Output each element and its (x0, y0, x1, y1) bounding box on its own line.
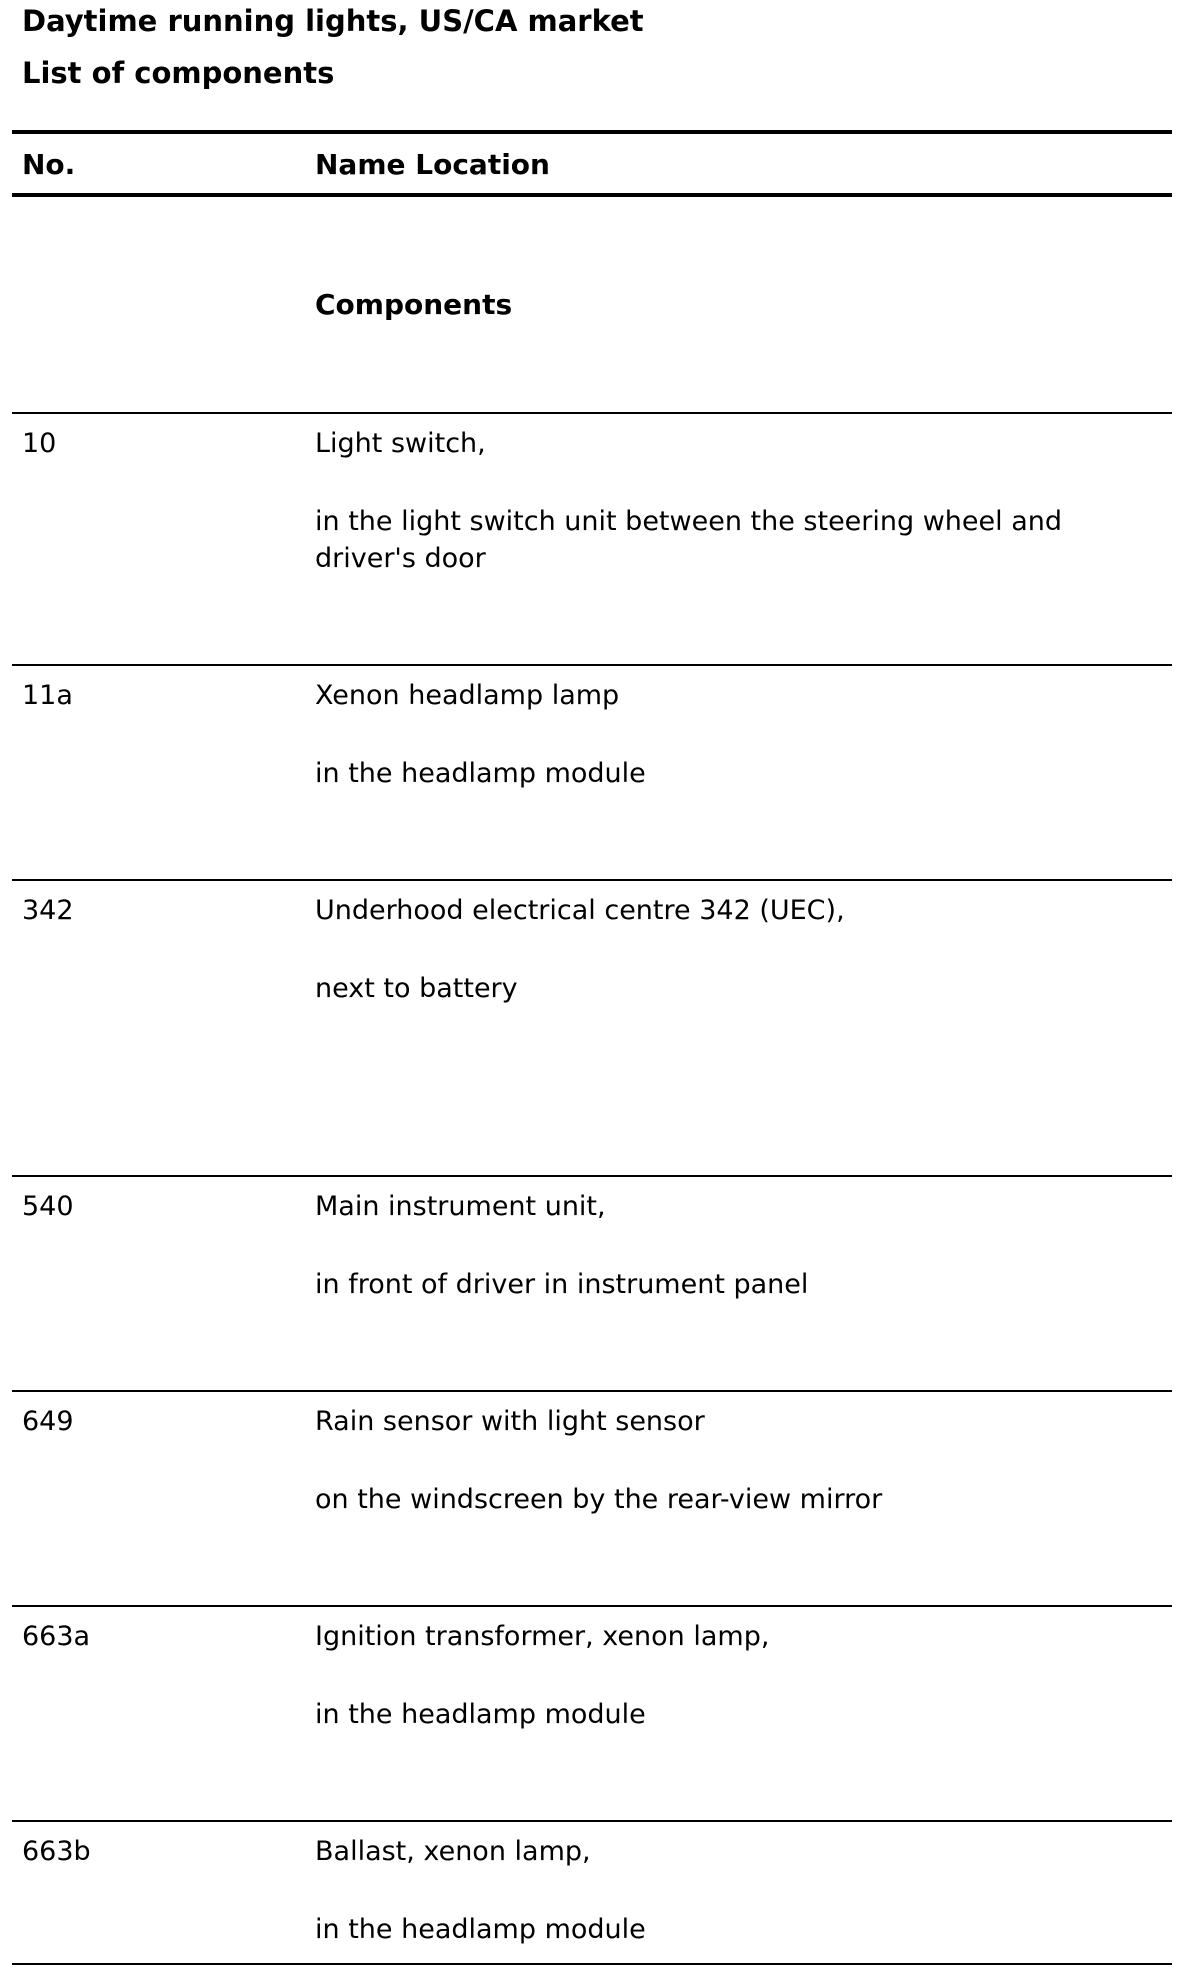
row-number: 342 (22, 895, 74, 926)
row-number: 11a (22, 680, 73, 711)
row-divider (12, 412, 1172, 414)
row-location: in the headlamp module (315, 1914, 646, 1945)
row-number: 663a (22, 1621, 91, 1652)
row-divider (12, 1605, 1172, 1607)
row-divider (12, 1175, 1172, 1177)
row-name: Rain sensor with light sensor (315, 1406, 705, 1437)
row-name: Main instrument unit, (315, 1191, 606, 1222)
table-bottom-rule (12, 1963, 1172, 1965)
column-header-no: No. (22, 148, 76, 181)
row-number: 10 (22, 428, 57, 459)
row-divider (12, 1390, 1172, 1392)
row-location: in front of driver in instrument panel (315, 1269, 809, 1300)
row-name: Ballast, xenon lamp, (315, 1836, 591, 1867)
row-name: Ignition transformer, xenon lamp, (315, 1621, 770, 1652)
row-name: Light switch, (315, 428, 486, 459)
document-title: Daytime running lights, US/CA market (22, 4, 644, 38)
row-location: on the windscreen by the rear-view mirro… (315, 1484, 883, 1515)
row-number: 649 (22, 1406, 74, 1437)
row-number: 663b (22, 1836, 91, 1867)
row-location: in the headlamp module (315, 1699, 646, 1730)
row-location: in the light switch unit between the ste… (315, 506, 1063, 574)
column-header-name-location: Name Location (315, 148, 550, 181)
row-location: in the headlamp module (315, 758, 646, 789)
row-divider (12, 1820, 1172, 1822)
row-name: Xenon headlamp lamp (315, 680, 620, 711)
row-divider (12, 664, 1172, 666)
row-divider (12, 879, 1172, 881)
table-top-rule (12, 130, 1172, 134)
row-location: next to battery (315, 973, 518, 1004)
row-name: Underhood electrical centre 342 (UEC), (315, 895, 845, 926)
row-number: 540 (22, 1191, 74, 1222)
section-label: Components (315, 288, 513, 321)
document-subtitle: List of components (22, 56, 335, 90)
header-bottom-rule (12, 193, 1172, 197)
